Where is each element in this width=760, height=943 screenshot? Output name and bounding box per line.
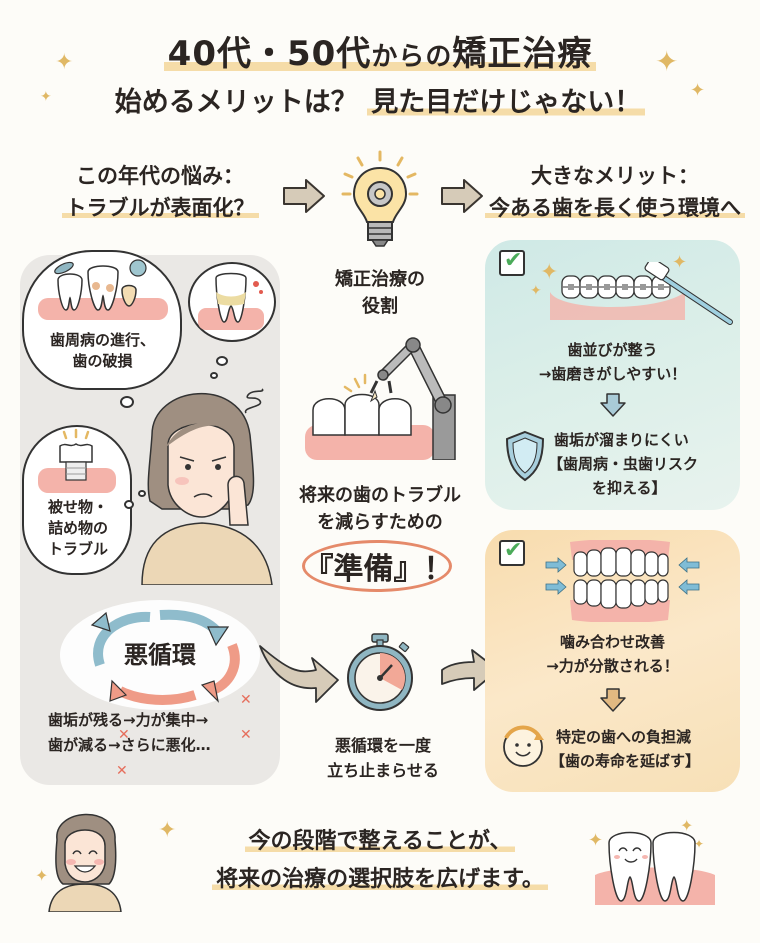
cross-icon: ✕ [240,727,252,743]
checkmark-icon: ✔ [504,248,523,273]
bubble-periodontal-text: 歯周病の進行、 歯の破損 [30,330,175,372]
checkbox-icon: ✔ [499,538,525,566]
bubble-crown-line3: トラブル [47,540,108,558]
preparation-message: 将来の歯のトラブル を減らすための [285,482,475,536]
cross-icon: ✕ [118,727,130,743]
thought-dot [138,490,146,497]
subtitle-question: 始めるメリットは？ [114,87,358,118]
thought-dot [210,372,218,379]
closing-line2: 将来の治療の選択肢を広げます。 [212,867,548,892]
sparkle-icon: ✦ [655,45,679,78]
sparkle-icon: ✦ [35,866,49,885]
closing-message: 今の段階で整えることが、 将来の治療の選択肢を広げます。 [180,823,580,899]
bite-alignment-icon [545,540,700,622]
bite-line1: 噛み合わせ改善 [559,633,665,651]
plaque-line2: 【歯周病・虫歯リスク [548,455,699,473]
orthodontics-role-label: 矯正治療の 役割 [295,266,465,320]
bubble-periodontal-line1: 歯周病の進行、 [49,331,155,349]
stop-cycle-label: 悪循環を一度 立ち止まらせる [298,733,468,783]
subtitle-answer: 見た目だけじゃない！ [367,87,646,118]
preparation-emphasis-oval [302,540,452,592]
stop-line2: 立ち止まらせる [327,761,439,780]
closing-line1: 今の段階で整えることが、 [244,829,516,854]
lightbulb-gear-icon [341,150,419,247]
vicious-cycle-label: 悪循環 [124,641,196,669]
robot-arm-teeth-illustration [305,337,456,460]
title-connector: からの [371,42,453,72]
arrow-right-icon [283,179,325,213]
role-line1: 矯正治療の [335,269,425,290]
problems-heading-line1: この年代の悩み： [76,164,244,188]
sparkle-icon: ✦ [694,837,705,851]
sparkle-icon: ✦ [680,816,694,835]
decayed-teeth-bacteria-icon [38,259,168,320]
load-reduction-text: 特定の歯への負担減 【歯の寿命を延ばす】 [550,725,740,773]
arrow-down-icon [600,393,626,417]
role-line2: 役割 [362,296,398,317]
arrow-right-icon [441,179,483,213]
alignment-line1: 歯並びが整う [567,341,658,359]
braces-toothbrush-icon [550,262,733,325]
shield-icon [505,430,545,482]
dental-crown-implant-icon [38,428,116,493]
load-line1: 特定の歯への負担減 [556,728,692,746]
bubble-periodontal-line2: 歯の破損 [72,352,133,370]
title-topic: 矯正治療 [452,34,593,74]
bubble-crown-line2: 詰め物の [47,519,108,537]
cycle-arrows-icon [90,609,240,705]
sparkle-icon: ✦ [690,80,706,101]
cross-icon: ✕ [240,692,252,708]
sparkle-icon: ✦ [530,283,542,299]
page-title: 40代・50代からの矯正治療 [0,26,760,75]
stress-squiggle-icon [244,388,264,414]
problems-heading-line2: トラブルが表面化？ [61,196,259,220]
sparkle-icon: ✦ [55,50,74,75]
alignment-benefit-text: 歯並びが整う →歯磨きがしやすい！ [490,338,735,386]
vicious-cycle-description: 歯垢が残る→力が集中→ 歯が減る→さらに悪化… [48,708,288,758]
smiling-clock-icon [503,725,544,767]
stopwatch-icon [347,633,413,711]
worried-woman-illustration [141,392,273,585]
thought-dot [216,356,228,366]
plaque-line1: 歯垢が溜まりにくい [554,431,689,449]
problems-heading: この年代の悩み： トラブルが表面化？ [40,160,280,224]
prep-line1: 将来の歯のトラブル [299,485,461,506]
checkbox-icon: ✔ [499,248,525,276]
sparkle-icon: ✦ [672,252,688,273]
benefits-heading: 大きなメリット： 今ある歯を長く使う環境へ [480,160,750,224]
vicious-cycle-line2: 歯が減る→さらに悪化… [48,736,211,754]
prep-line2: を減らすための [317,512,443,533]
happy-teeth-icon [595,831,715,905]
sparkle-icon: ✦ [158,818,177,843]
bite-line2: →力が分散される！ [546,657,679,675]
tartar-tooth-icon [198,272,264,330]
plaque-line3: を抑える】 [592,479,667,497]
benefits-heading-line2: 今ある歯を長く使う環境へ [485,196,745,220]
checkmark-icon: ✔ [504,538,523,563]
page-subtitle: 始めるメリットは？ 見た目だけじゃない！ [0,80,760,119]
curved-arrow-right-icon [259,645,339,703]
sparkle-icon: ✦ [540,260,559,285]
load-line2: 【歯の寿命を延ばす】 [550,752,701,770]
vicious-cycle-line1: 歯垢が残る→力が集中→ [48,711,209,729]
plaque-benefit-text: 歯垢が溜まりにくい 【歯周病・虫歯リスク を抑える】 [548,428,738,500]
thought-dot [124,500,134,509]
bubble-crown-line1: 被せ物・ [47,498,108,516]
thought-dot [120,396,134,408]
cross-icon: ✕ [116,763,128,779]
bubble-crown-text: 被せ物・ 詰め物の トラブル [28,497,128,560]
stop-line1: 悪循環を一度 [334,736,431,755]
preparation-emphasis: 『準備』！ [303,552,454,587]
arrow-down-icon [600,688,626,712]
benefits-heading-line1: 大きなメリット： [531,164,699,188]
bite-benefit-text: 噛み合わせ改善 →力が分散される！ [490,630,735,678]
sparkle-icon: ✦ [40,89,52,105]
title-age: 40代・50代 [167,34,372,74]
smiling-woman-illustration [48,813,122,912]
sparkle-icon: ✦ [588,830,604,851]
alignment-line2: →歯磨きがしやすい！ [538,365,687,383]
